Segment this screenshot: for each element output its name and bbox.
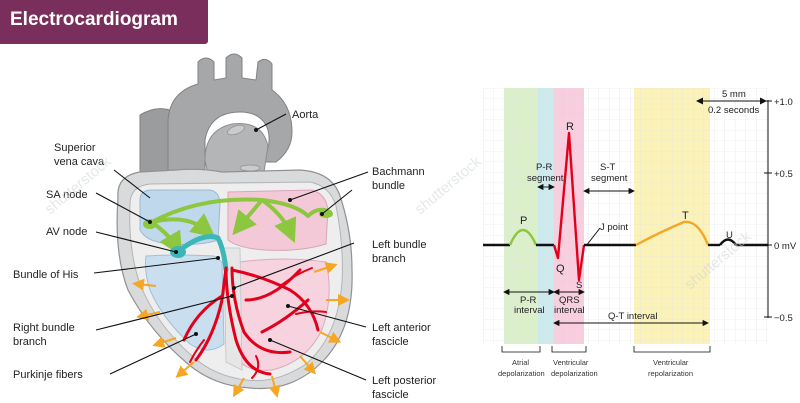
- left-bundle-label-1: Left bundle: [372, 239, 426, 251]
- wave-p: P: [520, 215, 527, 227]
- p-wave: [508, 228, 538, 246]
- septum: [223, 247, 243, 371]
- ecg-panel: 5 mm 0.2 seconds +1.0 +0.5 0 mV −0.5 P R…: [483, 88, 797, 378]
- pr-interval-label-2: interval: [514, 305, 545, 316]
- left-anterior-label-2: fascicle: [372, 336, 409, 348]
- scale-mm: 5 mm: [722, 89, 746, 100]
- st-segment-label-1: S-T: [600, 162, 616, 173]
- ecg-grid: [483, 88, 768, 344]
- pr-segment-label-1: P-R: [536, 162, 553, 173]
- pr-interval-label-1: P-R: [520, 295, 537, 306]
- bachmann-bundle-tip: [319, 210, 333, 218]
- y-tick-plus-05: +0.5: [774, 169, 793, 180]
- svc-label-2: vena cava: [54, 156, 105, 168]
- right-bundle-label-1: Right bundle: [13, 322, 75, 334]
- qrs-interval-label-1: QRS: [559, 295, 580, 306]
- t-wave: [635, 220, 710, 247]
- left-anterior-label-1: Left anterior: [372, 322, 431, 334]
- sa-internodal-pathways: [150, 197, 332, 257]
- scale-time: 0.2 seconds: [708, 105, 759, 116]
- depolarization-arrows: [132, 262, 350, 398]
- sa-node-label: SA node: [46, 189, 88, 201]
- left-posterior-label-2: fascicle: [372, 389, 409, 401]
- qrs-complex: [552, 131, 586, 282]
- heart-illustration: [116, 53, 353, 398]
- av-node-label: AV node: [46, 226, 87, 238]
- his-label: Bundle of His: [13, 269, 79, 281]
- y-tick-plus-1: +1.0: [774, 97, 793, 108]
- y-tick-zero: 0 mV: [774, 241, 797, 252]
- right-ventricle: [145, 254, 225, 351]
- bachmann-label-1: Bachmann: [372, 166, 425, 178]
- qrs-interval-label-2: interval: [554, 305, 585, 316]
- atrial-label-2: depolarization: [498, 369, 545, 378]
- phase-brackets: [501, 346, 711, 353]
- heart-labels: Aorta Superior vena cava SA node AV node…: [13, 109, 437, 401]
- ventricular-dep-label-2: depolarization: [551, 369, 598, 378]
- svc-label-1: Superior: [54, 142, 96, 154]
- right-bundle-label-2: branch: [13, 336, 47, 348]
- left-bundle-label-2: branch: [372, 253, 406, 265]
- ventricular-rep-label-2: repolarization: [648, 369, 693, 378]
- wave-s: S: [576, 280, 582, 291]
- ventricular-rep-label-1: Ventricular: [653, 358, 689, 367]
- wave-r: R: [566, 121, 574, 133]
- st-segment-label-2: segment: [591, 173, 628, 184]
- qt-interval-label: Q-T interval: [608, 311, 657, 322]
- heart-leader-lines: [93, 113, 369, 381]
- pr-segment-label-2: segment: [527, 173, 564, 184]
- bundle-of-his: [177, 234, 229, 273]
- watermark-2: shutterstock: [412, 153, 485, 218]
- page-title: Electrocardiogram: [10, 9, 178, 30]
- ventricular-dep-label-1: Ventricular: [553, 358, 589, 367]
- bachmann-label-2: bundle: [372, 180, 405, 192]
- aorta: [167, 53, 293, 201]
- wave-u: U: [726, 230, 733, 241]
- j-point-label: J point: [600, 222, 628, 233]
- title-banner: Electrocardiogram: [0, 0, 208, 44]
- u-wave: [719, 238, 737, 246]
- purkinje-network: [182, 266, 327, 379]
- purkinje-label: Purkinje fibers: [13, 369, 83, 381]
- aorta-label: Aorta: [292, 109, 319, 121]
- y-tick-minus-05: −0.5: [774, 313, 793, 324]
- wave-q: Q: [556, 263, 565, 275]
- atrial-label-1: Atrial: [512, 358, 529, 367]
- left-posterior-label-1: Left posterior: [372, 375, 437, 387]
- wave-t: T: [682, 210, 689, 222]
